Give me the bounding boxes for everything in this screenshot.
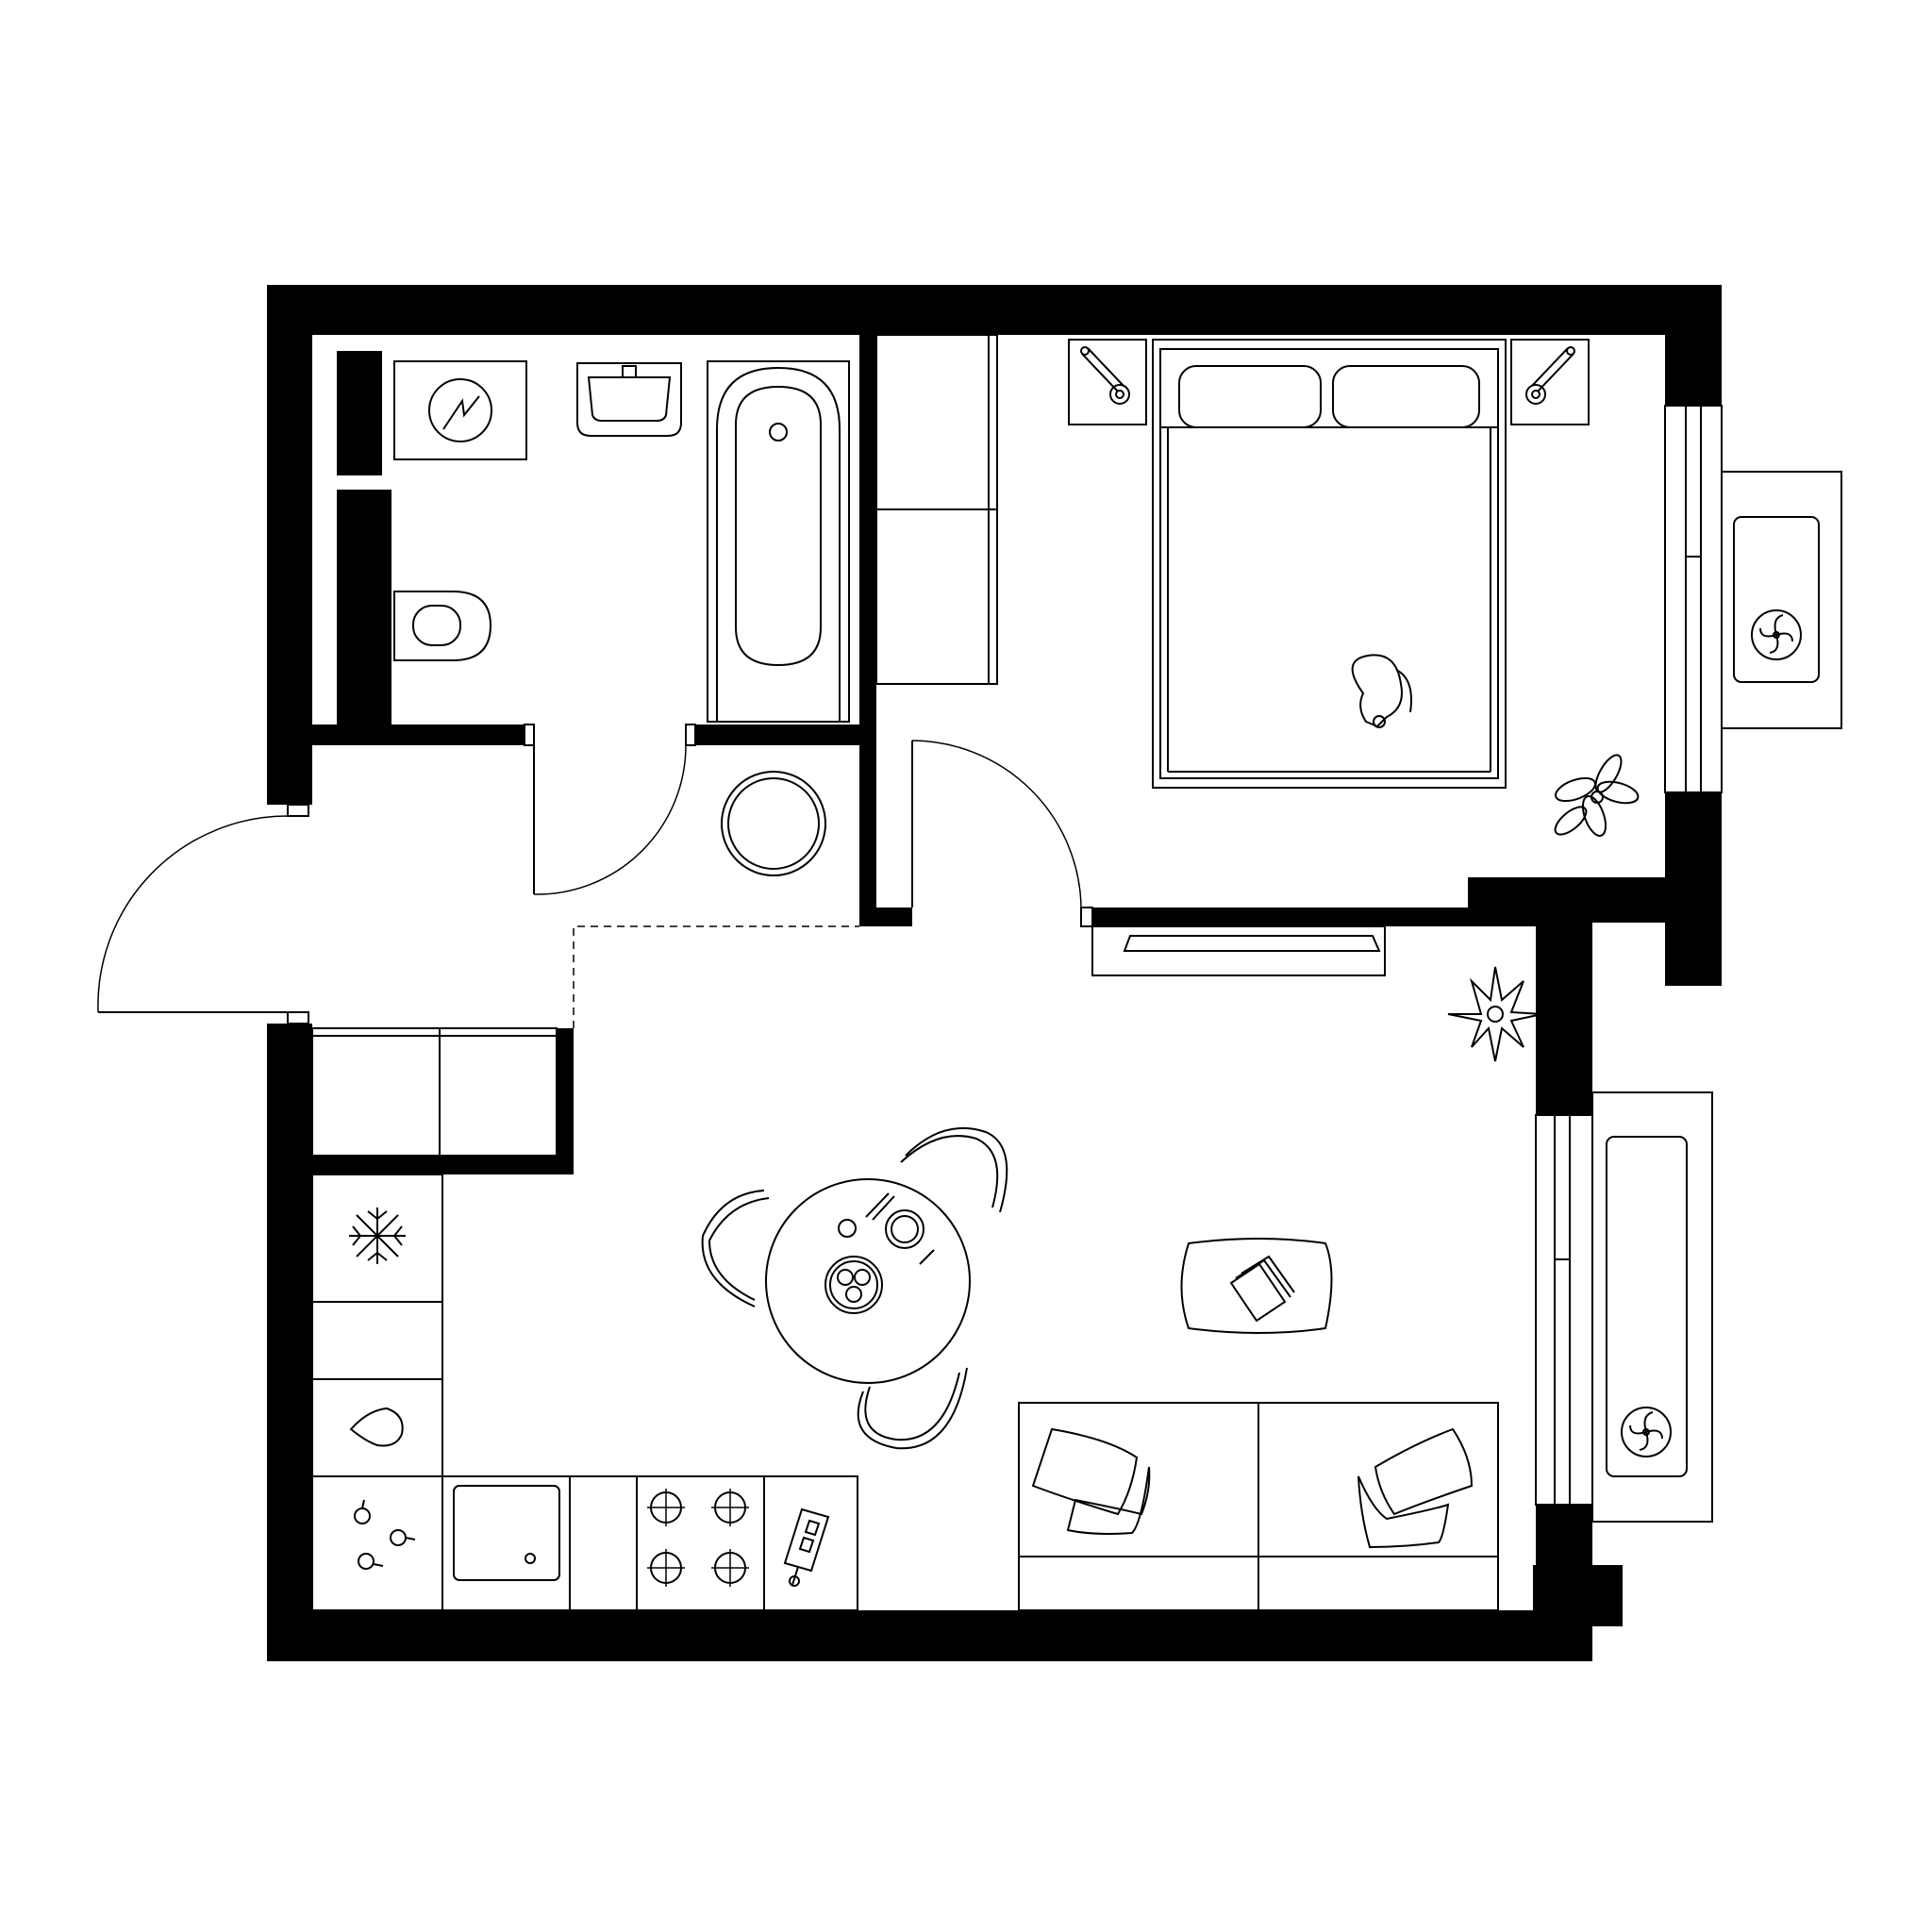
round-rug [721, 771, 826, 876]
wall-left-lower [267, 1024, 312, 1661]
stove [647, 1489, 749, 1587]
exterior-walls [267, 285, 1722, 1661]
wall-living-right-upper [1536, 923, 1592, 1115]
nightstand-right [1510, 339, 1590, 425]
wall-bath-shaft-lower [337, 490, 391, 725]
washing-machine [393, 360, 527, 460]
nightstand-left [1068, 339, 1147, 425]
wall-top [267, 285, 1722, 335]
living-kitchen [311, 925, 1543, 1611]
water-drop-icon [349, 1407, 404, 1447]
cutting-board [783, 1507, 830, 1587]
entry-door [97, 815, 289, 1013]
hall-kitchen-boundary [573, 925, 859, 1028]
kitchen-sink [453, 1485, 560, 1581]
wall-kitchen-side [557, 1028, 574, 1174]
tv-unit [1091, 925, 1386, 976]
bedroom-plant [1554, 754, 1640, 837]
cushion-left [1031, 1427, 1151, 1535]
toilet [393, 591, 492, 661]
wall-bath-bottom-right [695, 724, 859, 745]
bedroom [875, 334, 1640, 837]
doors [97, 740, 1082, 1028]
ac-unit-living [1591, 1091, 1713, 1523]
double-bed [1152, 339, 1507, 789]
wall-bath-bottom-left [312, 724, 525, 745]
kitchen-counter [311, 1174, 858, 1611]
hallway [311, 771, 826, 1157]
wall-living-right-lower [1536, 1505, 1592, 1610]
sink [576, 362, 682, 437]
wall-right-upper [1665, 285, 1722, 406]
balcony-living [1535, 1091, 1713, 1523]
wall-bottom [267, 1610, 1592, 1661]
books-icon [1229, 1255, 1295, 1323]
living-plant [1447, 966, 1543, 1062]
wall-hall-stub [859, 908, 912, 926]
wall-bedroom-bottom [1092, 908, 1536, 926]
bedroom-wardrobe [875, 334, 998, 685]
hall-wardrobe [311, 1027, 558, 1157]
fridge-icon [349, 1208, 406, 1264]
bathroom-door [533, 744, 687, 895]
interior-walls [312, 335, 1536, 1174]
wall-kitchen-top [312, 1156, 574, 1174]
wall-bath-bedroom [859, 335, 876, 910]
sofa [1018, 1402, 1499, 1611]
chair-left [701, 1190, 770, 1307]
wall-left-upper [267, 285, 312, 805]
chair-top [900, 1126, 1008, 1213]
coffee-table [1180, 1238, 1333, 1334]
bedroom-door [911, 740, 1082, 908]
dining-table [765, 1178, 971, 1384]
bathroom [393, 360, 850, 723]
balcony-bedroom [1664, 405, 1842, 793]
fruit-bowl [354, 1499, 416, 1570]
wall-bath-shaft [337, 351, 382, 475]
chair-bottom [857, 1367, 968, 1450]
door-jambs [287, 724, 1093, 1024]
cat [1351, 654, 1412, 728]
ac-unit-bedroom [1721, 471, 1842, 729]
cushion-right [1357, 1427, 1474, 1549]
bathtub [707, 360, 850, 723]
